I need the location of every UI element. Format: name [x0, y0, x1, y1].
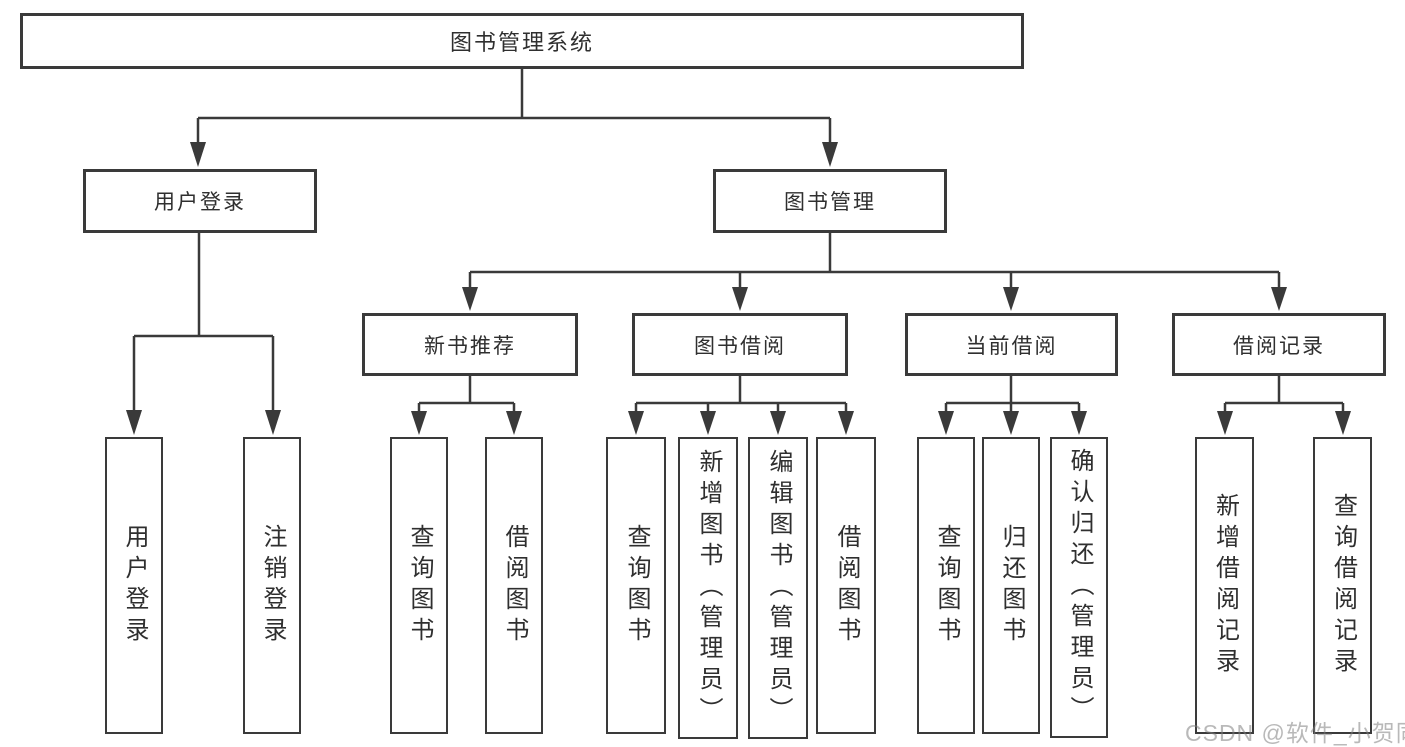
connector-login-branch [132, 233, 275, 416]
node-label: 归还图书 [998, 523, 1025, 648]
arrowhead [265, 410, 281, 435]
connector-mgmt-branch [468, 233, 1281, 293]
leaf-add-books-admin: 新增图书（管理员） [678, 437, 738, 739]
arrowhead [411, 411, 427, 435]
csdn-watermark: CSDN @软件_小贺同学 [1185, 720, 1405, 746]
node-borrowing-records: 借阅记录 [1172, 313, 1386, 376]
leaf-query-books-borrowing: 查询图书 [606, 437, 666, 734]
node-current-borrowing: 当前借阅 [905, 313, 1118, 376]
node-label: 查询图书 [623, 523, 650, 648]
leaf-logout: 注销登录 [243, 437, 301, 734]
arrowhead [1271, 287, 1287, 311]
arrowhead [126, 410, 142, 435]
arrowhead [770, 411, 786, 435]
leaf-confirm-return-admin: 确认归还（管理员） [1050, 437, 1108, 738]
node-label: 注销登录 [259, 523, 286, 648]
node-new-book-recommendation: 新书推荐 [362, 313, 578, 376]
connector-current-branch [944, 376, 1081, 416]
arrowhead [700, 411, 716, 435]
connector-borrow-branch [634, 376, 848, 416]
node-user-login: 用户登录 [83, 169, 317, 233]
node-label: 当前借阅 [965, 334, 1058, 358]
arrowhead [462, 287, 478, 311]
node-label: 用户登录 [121, 523, 148, 648]
node-label: 查询借阅记录 [1329, 492, 1357, 679]
node-label: 编辑图书（管理员） [765, 448, 792, 728]
arrowhead [1003, 287, 1019, 311]
leaf-query-books-recommend: 查询图书 [390, 437, 448, 734]
arrowhead [190, 142, 206, 167]
arrowhead [628, 411, 644, 435]
node-label: 图书管理系统 [449, 30, 594, 55]
connector-records-branch [1223, 376, 1345, 416]
leaf-add-borrow-record: 新增借阅记录 [1195, 437, 1254, 734]
node-library-system: 图书管理系统 [20, 13, 1024, 69]
node-label: 查询图书 [406, 523, 433, 648]
arrowhead [938, 411, 954, 435]
leaf-edit-books-admin: 编辑图书（管理员） [748, 437, 808, 739]
arrowhead [1003, 411, 1019, 435]
arrowhead [1335, 411, 1351, 435]
leaf-user-login: 用户登录 [105, 437, 163, 734]
arrowhead [1071, 411, 1087, 435]
leaf-borrow-books-recommend: 借阅图书 [485, 437, 543, 734]
node-label: 新书推荐 [424, 334, 516, 358]
node-label: 确认归还（管理员） [1066, 448, 1093, 727]
leaf-return-books: 归还图书 [982, 437, 1040, 734]
arrowhead [506, 411, 522, 435]
node-book-management: 图书管理 [713, 169, 947, 233]
leaf-query-books-current: 查询图书 [917, 437, 975, 734]
leaf-borrow-books-borrowing: 借阅图书 [816, 437, 876, 734]
arrowheads [126, 142, 1351, 435]
node-label: 新增借阅记录 [1211, 492, 1239, 679]
arrowhead [1217, 411, 1233, 435]
arrowhead [838, 411, 854, 435]
connector-newbook-branch [417, 376, 516, 416]
arrowhead [822, 142, 838, 167]
node-label: 图书管理 [784, 191, 876, 214]
connector-root-trunk [196, 69, 832, 148]
node-label: 借阅图书 [501, 523, 528, 648]
node-label: 用户登录 [154, 191, 246, 214]
node-book-borrowing: 图书借阅 [632, 313, 848, 376]
node-label: 图书借阅 [694, 334, 786, 358]
leaf-query-borrow-record: 查询借阅记录 [1313, 437, 1372, 734]
node-label: 借阅图书 [833, 523, 860, 648]
arrowhead [732, 287, 748, 311]
node-label: 查询图书 [933, 523, 960, 648]
node-label: 借阅记录 [1233, 334, 1325, 358]
node-label: 新增图书（管理员） [695, 448, 722, 728]
